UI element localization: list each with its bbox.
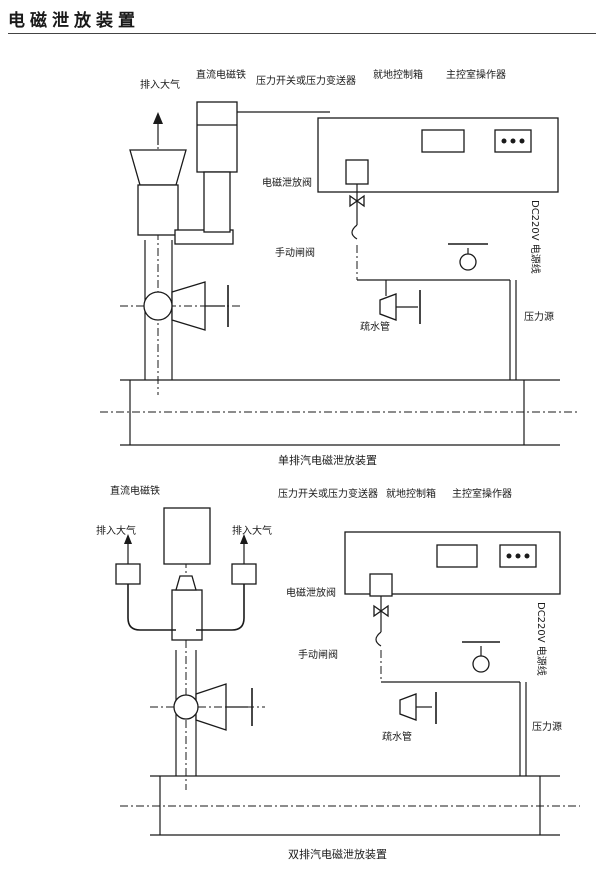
label-pressure-source: 压力源 (524, 310, 554, 323)
right-exhaust-branch (196, 580, 245, 631)
top-valve-body (472, 655, 490, 673)
label-power-line: DC220V 电源线 (535, 602, 548, 676)
label-pressure-source: 压力源 (532, 720, 562, 733)
label-solenoid-valve: 电磁泄放阀 (286, 586, 336, 599)
left-exhaust-head (115, 563, 141, 585)
label-dc-magnet: 直流电磁铁 (110, 484, 160, 497)
tee-fitting (143, 291, 173, 321)
exhaust-arrow-icon (240, 534, 248, 544)
caption-diagram1: 单排汽电磁泄放装置 (278, 453, 377, 467)
drain-valve-body (399, 693, 417, 721)
exhaust-funnel (129, 149, 187, 186)
label-manual-valve: 手动闸阀 (275, 246, 315, 259)
exhaust-arrow-icon (124, 534, 132, 544)
drain-valve-body (379, 293, 397, 321)
diagram-double-exhaust: 直流电磁铁 排入大气 排入大气 压力开关或压力变送器 就地控制箱 主控室操作器 … (96, 484, 580, 861)
pressure-switch-box (345, 159, 369, 185)
label-main-panel: 主控室操作器 (452, 487, 512, 500)
label-exhaust-right: 排入大气 (232, 524, 272, 537)
needle-valve-icon (349, 194, 365, 208)
indicator-light-icon (510, 138, 516, 144)
right-exhaust-head (231, 563, 257, 585)
tee-fitting (173, 694, 199, 720)
left-exhaust-branch (127, 580, 176, 631)
siphon-loop (375, 631, 382, 647)
exhaust-arrow-icon (153, 112, 163, 124)
label-main-panel: 主控室操作器 (446, 68, 506, 81)
indicator-light-icon (501, 138, 507, 144)
indicator-light-icon (506, 553, 512, 559)
label-exhaust: 排入大气 (140, 78, 180, 91)
indicator-light-icon (519, 138, 525, 144)
caption-diagram2: 双排汽电磁泄放装置 (288, 847, 387, 861)
local-control-box (436, 544, 478, 568)
label-local-box: 就地控制箱 (373, 68, 423, 81)
dc-magnet (196, 101, 238, 173)
indicator-light-icon (524, 553, 530, 559)
label-manual-valve: 手动闸阀 (298, 648, 338, 661)
local-control-box (421, 129, 465, 153)
top-valve-body (459, 253, 477, 271)
label-drain-pipe: 疏水管 (360, 320, 390, 333)
title-rule (8, 33, 596, 34)
valve-bonnet (175, 575, 197, 591)
label-dc-magnet: 直流电磁铁 (196, 68, 246, 81)
label-drain-pipe: 疏水管 (382, 730, 412, 743)
label-solenoid-valve: 电磁泄放阀 (262, 176, 312, 189)
solenoid-valve-body (137, 184, 179, 236)
label-pressure-switch: 压力开关或压力变送器 (256, 74, 356, 87)
page-title: 电磁泄放装置 (8, 11, 140, 31)
siphon-loop (351, 224, 358, 240)
label-exhaust-left: 排入大气 (96, 524, 136, 537)
solenoid-valve-body (171, 589, 203, 641)
label-power-line: DC220V 电源线 (529, 200, 542, 274)
dc-magnet (163, 507, 211, 565)
diagram-single-exhaust: 排入大气 直流电磁铁 压力开关或压力变送器 就地控制箱 主控室操作器 电磁泄放阀… (100, 68, 580, 467)
indicator-light-icon (515, 553, 521, 559)
label-local-box: 就地控制箱 (386, 487, 436, 500)
needle-valve-icon (373, 604, 389, 618)
dc-magnet-stem (203, 171, 231, 233)
label-pressure-switch: 压力开关或压力变送器 (278, 487, 378, 500)
pressure-switch-box (369, 573, 393, 597)
